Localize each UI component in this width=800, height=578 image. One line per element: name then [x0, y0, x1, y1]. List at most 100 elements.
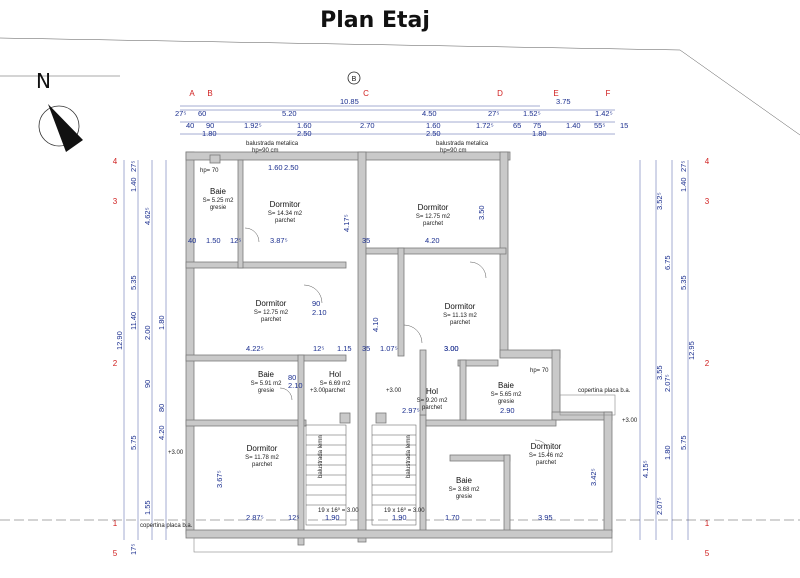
- svg-text:55⁵: 55⁵: [594, 121, 605, 130]
- room-baie-1: Baie S= 5.25 m2 gresie: [203, 187, 235, 211]
- svg-text:S= 12.75 m2: S= 12.75 m2: [416, 214, 451, 220]
- svg-text:S= 9.20 m2: S= 9.20 m2: [417, 398, 449, 404]
- svg-text:4.10: 4.10: [371, 317, 380, 332]
- svg-text:Baie: Baie: [210, 187, 227, 196]
- svg-text:1.90: 1.90: [392, 513, 407, 522]
- svg-text:1.90: 1.90: [325, 513, 340, 522]
- svg-text:4.22⁵: 4.22⁵: [246, 344, 264, 353]
- svg-text:Dormitor: Dormitor: [531, 442, 562, 451]
- room-dormitor-5: Dormitor S= 11.78 m2 parchet: [245, 444, 279, 468]
- svg-text:S= 12.75 m2: S= 12.75 m2: [254, 310, 289, 316]
- svg-text:4.20: 4.20: [157, 425, 166, 440]
- level-mark-4: +3.00: [622, 418, 638, 424]
- svg-text:Dormitor: Dormitor: [247, 444, 278, 453]
- svg-text:Dormitor: Dormitor: [256, 299, 287, 308]
- svg-text:1.40: 1.40: [679, 177, 688, 192]
- svg-text:parchet: parchet: [422, 405, 442, 411]
- grid-row-3-right: 3: [705, 197, 710, 206]
- grid-col-c: C: [363, 89, 369, 98]
- svg-text:parchet: parchet: [252, 462, 272, 468]
- svg-text:Dormitor: Dormitor: [270, 200, 301, 209]
- grid-row-5-right: 5: [705, 549, 710, 558]
- svg-text:gresie: gresie: [210, 205, 227, 211]
- svg-text:2.10: 2.10: [288, 381, 303, 390]
- grid-row-2-left: 2: [113, 359, 118, 368]
- north-arrow-icon: [38, 104, 83, 152]
- svg-text:6.75: 6.75: [663, 255, 672, 270]
- svg-text:gresie: gresie: [258, 388, 275, 394]
- grid-row-3-left: 3: [113, 197, 118, 206]
- level-mark-2: +3.00: [386, 388, 402, 394]
- svg-text:5.20: 5.20: [282, 109, 297, 118]
- staircase-left: [305, 424, 347, 526]
- svg-text:5.35: 5.35: [129, 275, 138, 290]
- svg-text:Baie: Baie: [258, 370, 275, 379]
- svg-text:35: 35: [362, 344, 370, 353]
- svg-text:1.50: 1.50: [206, 236, 221, 245]
- svg-text:parchet: parchet: [275, 218, 295, 224]
- svg-text:12⁵: 12⁵: [230, 236, 241, 245]
- door-swings: [244, 227, 550, 455]
- page-title: Plan Etaj: [320, 8, 430, 33]
- svg-text:3.87⁵: 3.87⁵: [270, 236, 288, 245]
- svg-text:2.97⁵: 2.97⁵: [402, 406, 420, 415]
- svg-text:S= 15.46 m2: S= 15.46 m2: [529, 453, 564, 459]
- svg-text:2.87⁵: 2.87⁵: [246, 513, 264, 522]
- grid-row-1-right: 1: [705, 519, 710, 528]
- grid-col-f: F: [606, 89, 611, 98]
- top-dims-row1: 27⁵ 60 5.20 4.50 27⁵ 1.52⁵ 1.42⁵: [175, 109, 613, 118]
- svg-text:parchet: parchet: [423, 221, 443, 227]
- svg-text:12.90: 12.90: [115, 331, 124, 350]
- note-balustrada-lemn-right: balustrada lemn: [406, 435, 412, 478]
- level-mark-3: +3.00: [168, 450, 184, 456]
- svg-text:2.70: 2.70: [360, 121, 375, 130]
- svg-text:4.20: 4.20: [425, 236, 440, 245]
- svg-text:90: 90: [312, 299, 320, 308]
- svg-text:parchet: parchet: [325, 388, 345, 394]
- svg-text:17⁵: 17⁵: [129, 544, 138, 555]
- room-dormitor-2: Dormitor S= 12.75 m2 parchet: [416, 203, 451, 227]
- svg-text:1.70: 1.70: [445, 513, 460, 522]
- svg-text:27⁵: 27⁵: [175, 109, 186, 118]
- svg-text:40: 40: [188, 236, 196, 245]
- inner-dims: 40 1.50 12⁵ 3.87⁵ 4.17⁵ 35 4.20 3.00 4.2…: [188, 163, 598, 522]
- svg-text:11.40: 11.40: [129, 312, 138, 330]
- top-dimension-lines: [180, 105, 615, 135]
- svg-text:1.07⁵: 1.07⁵: [380, 344, 398, 353]
- svg-text:Dormitor: Dormitor: [418, 203, 449, 212]
- grid-row-4-left: 4: [113, 157, 118, 166]
- note-hp70-1: hp= 70: [200, 168, 219, 174]
- note-hp90-right: hp=90 cm: [440, 148, 467, 154]
- svg-text:4.50: 4.50: [422, 109, 437, 118]
- grid-row-4-right: 4: [705, 157, 710, 166]
- note-balustrada-left: balustrada metalica: [246, 141, 299, 147]
- svg-text:3.95: 3.95: [538, 513, 553, 522]
- svg-text:1.60: 1.60: [426, 121, 441, 130]
- svg-text:12⁵: 12⁵: [313, 344, 324, 353]
- svg-text:gresie: gresie: [498, 399, 515, 405]
- room-baie-2: Baie S= 5.91 m2 gresie: [251, 370, 283, 394]
- north-label: N: [36, 69, 51, 93]
- grid-b-bubble: B: [352, 76, 357, 83]
- svg-text:parchet: parchet: [261, 317, 281, 323]
- svg-text:Baie: Baie: [498, 381, 515, 390]
- svg-text:1.60: 1.60: [268, 163, 283, 172]
- svg-text:1.40: 1.40: [566, 121, 581, 130]
- svg-text:parchet: parchet: [536, 460, 556, 466]
- svg-text:parchet: parchet: [450, 320, 470, 326]
- grid-row-1-left: 1: [113, 519, 118, 528]
- svg-text:S= 11.13 m2: S= 11.13 m2: [443, 313, 477, 319]
- note-copertina-right: copertina placa b.a.: [578, 388, 631, 394]
- svg-text:27⁵: 27⁵: [679, 161, 688, 172]
- dim-right-overall: 3.75: [556, 97, 571, 106]
- svg-text:12⁵: 12⁵: [288, 513, 299, 522]
- slab-outline: [193, 537, 613, 553]
- svg-text:1.72⁵: 1.72⁵: [476, 121, 494, 130]
- room-baie-3: Baie S= 5.65 m2 gresie: [491, 381, 523, 405]
- grid-col-a: A: [189, 89, 195, 98]
- grid-row-2-right: 2: [705, 359, 710, 368]
- note-hp70-2: hp= 70: [530, 368, 549, 374]
- room-hol-1: Hol S= 6.69 m2 parchet: [320, 370, 352, 394]
- right-dimension-lines: [639, 160, 689, 540]
